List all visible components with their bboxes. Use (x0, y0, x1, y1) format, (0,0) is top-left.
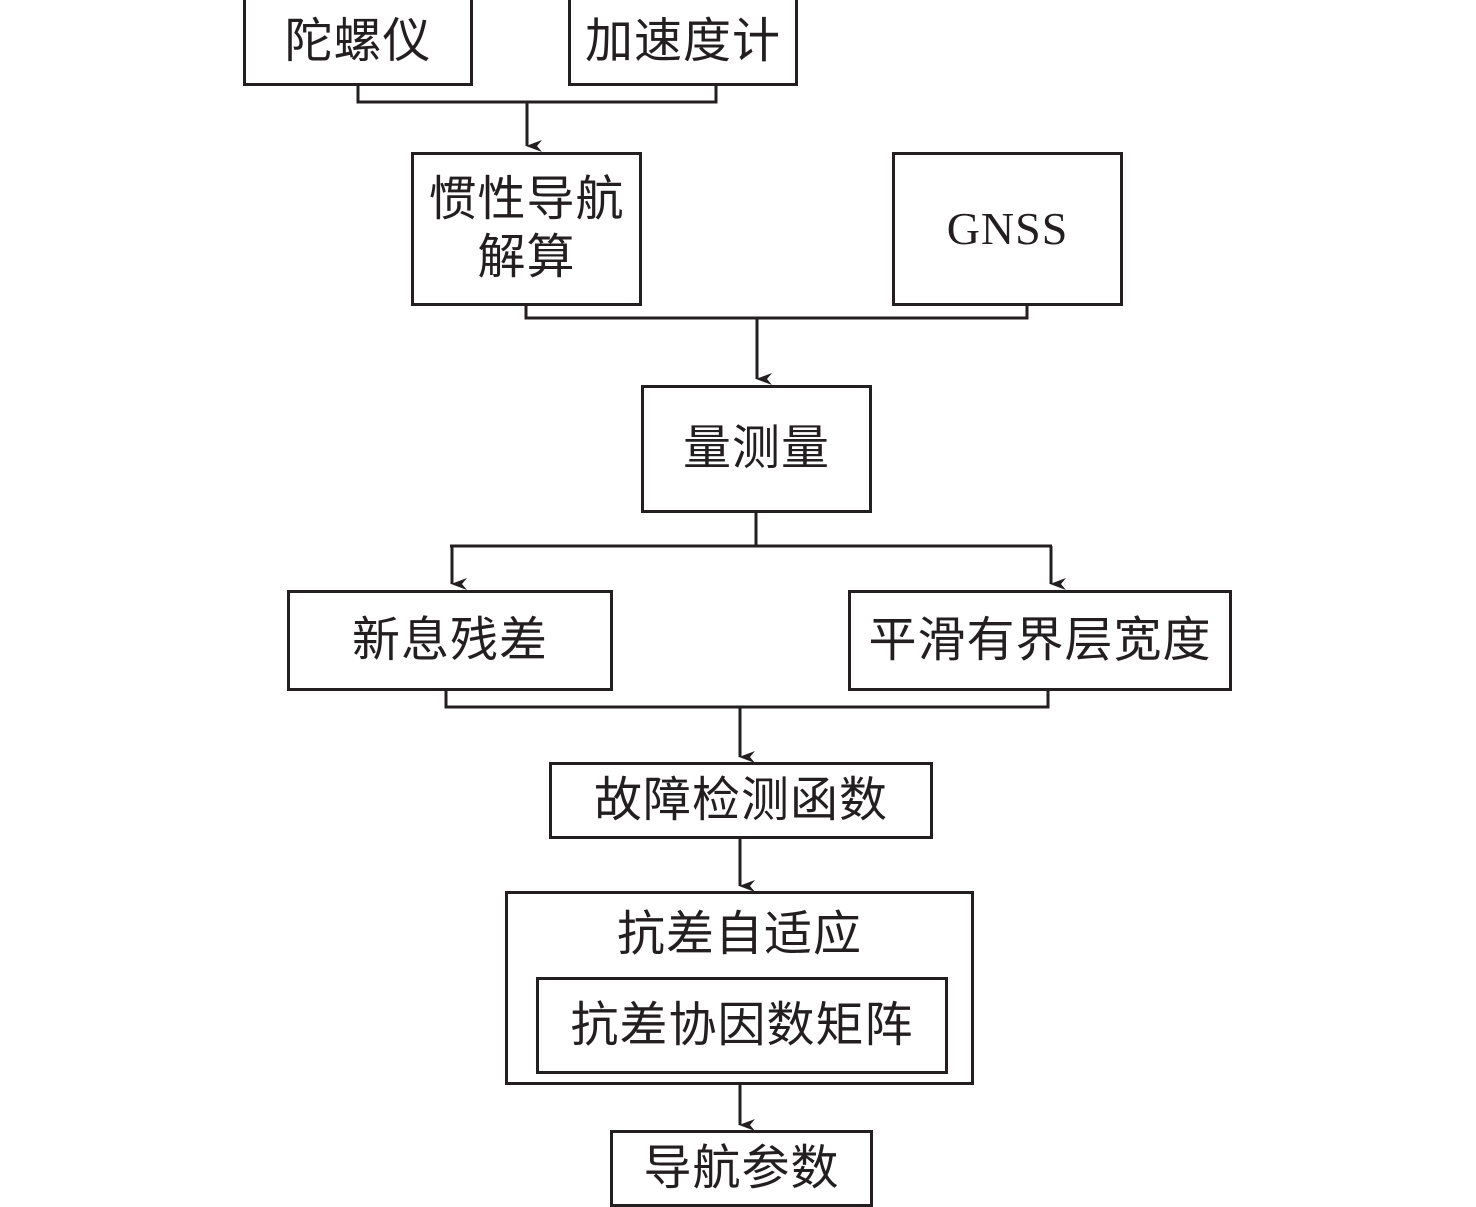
robust-cofactor-matrix-label: 抗差协因数矩阵 (570, 996, 914, 1053)
navigation-parameters-label: 导航参数 (643, 1139, 840, 1196)
innovation-residual-box: 新息残差 (287, 590, 613, 691)
smooth-boundary-layer-width-label: 平滑有界层宽度 (868, 611, 1212, 668)
ins-solution-label-line2: 解算 (477, 229, 576, 285)
ins-solution-label-line1: 惯性导航 (428, 171, 625, 228)
fault-detection-function-box: 故障检测函数 (549, 762, 933, 839)
navigation-parameters-box: 导航参数 (610, 1130, 873, 1207)
gyroscope-label: 陀螺仪 (284, 12, 432, 69)
measurement-label: 量测量 (682, 420, 830, 477)
gyroscope-box: 陀螺仪 (243, 0, 473, 86)
innovation-residual-label: 新息残差 (351, 611, 548, 668)
smooth-boundary-layer-width-box: 平滑有界层宽度 (848, 590, 1232, 691)
gnss-box: GNSS (892, 152, 1123, 306)
fault-detection-function-label: 故障检测函数 (593, 771, 888, 828)
robust-adaptive-label: 抗差自适应 (616, 906, 862, 962)
merge-line-residual-width (444, 688, 1050, 709)
accelerometer-box: 加速度计 (568, 0, 798, 86)
robust-cofactor-matrix-box: 抗差协因数矩阵 (536, 977, 948, 1074)
robust-adaptive-box: 抗差自适应 抗差协因数矩阵 (505, 891, 974, 1085)
accelerometer-label: 加速度计 (584, 12, 781, 69)
merge-line-sensors (356, 84, 718, 104)
ins-solution-box: 惯性导航 解算 (411, 152, 642, 306)
measurement-box: 量测量 (641, 385, 872, 513)
gnss-label: GNSS (946, 203, 1069, 255)
merge-line-ins-gnss (524, 304, 1029, 320)
